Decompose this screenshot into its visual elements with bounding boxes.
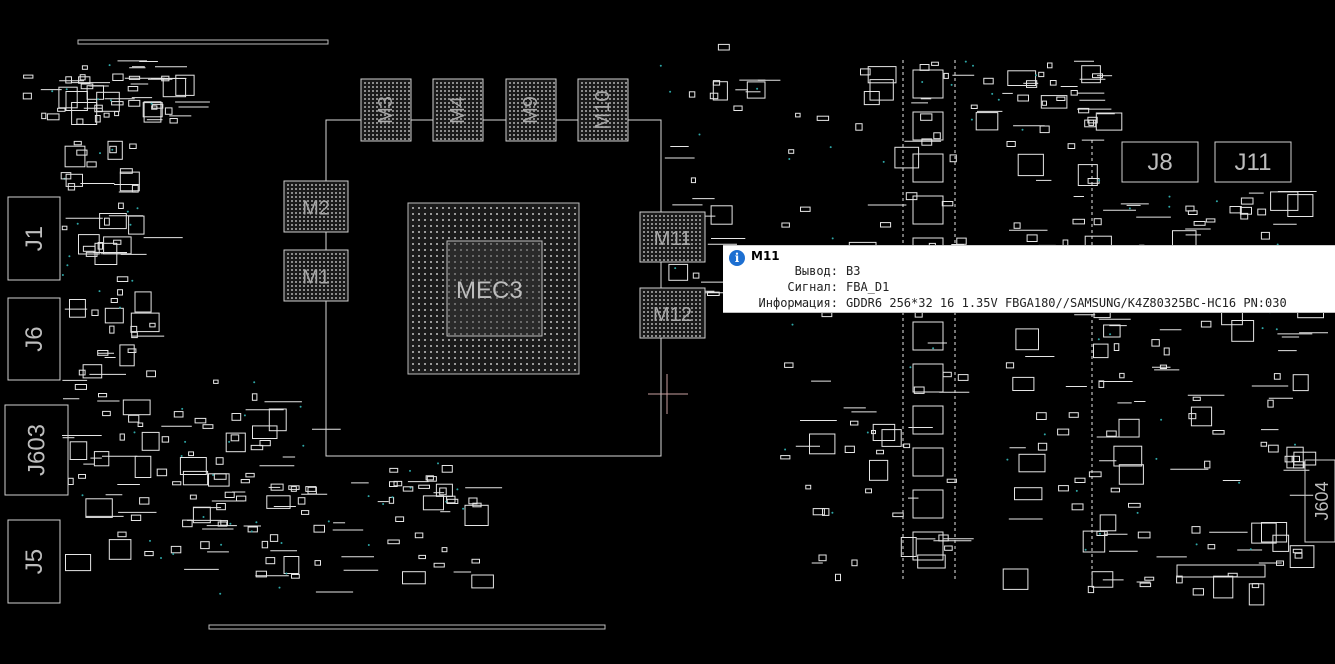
connector-label: J603 — [24, 424, 51, 476]
connector-label: J11 — [1235, 149, 1272, 176]
bottom-rail — [208, 624, 606, 630]
gpu-chip-label: MEC3 — [456, 277, 523, 304]
memory-chip-m1[interactable]: M1 — [283, 249, 349, 302]
connector-label: J1 — [21, 226, 48, 251]
tooltip-row-info: Информация: GDDR6 256*32 16 1.35V FBGA18… — [723, 296, 1335, 312]
memory-chip-label: M9 — [520, 96, 542, 124]
memory-chip-label: M11 — [654, 228, 691, 250]
connector-j6[interactable]: J6 — [7, 297, 61, 381]
connector-label: J6 — [21, 326, 48, 351]
connector-j1[interactable]: J1 — [7, 196, 61, 281]
cursor-crosshair — [648, 374, 688, 414]
connector-j11[interactable]: J11 — [1214, 141, 1292, 183]
memory-chip-label: M3 — [375, 96, 397, 124]
tooltip-value-signal: FBA_D1 — [846, 280, 890, 294]
connector-label: J8 — [1147, 149, 1172, 176]
memory-chip-label: M1 — [302, 267, 330, 289]
connector-j5[interactable]: J5 — [7, 519, 61, 604]
connector-j8[interactable]: J8 — [1121, 141, 1199, 183]
memory-chip-label: M10 — [592, 91, 614, 130]
top-rail — [77, 39, 329, 45]
memory-chip-m12[interactable]: M12 — [639, 287, 706, 339]
gpu-ball-grid — [412, 207, 576, 371]
tooltip-value-info: GDDR6 256*32 16 1.35V FBGA180//SAMSUNG/K… — [846, 296, 1287, 310]
tooltip-label-info: Информация: — [758, 296, 838, 310]
memory-chip-m10[interactable]: M10 — [577, 78, 629, 142]
memory-chip-label: M4 — [447, 96, 469, 124]
tooltip-row-pin: Вывод: B3 — [723, 264, 1335, 280]
tooltip-title: M11 — [751, 249, 780, 263]
connector-label: J5 — [21, 549, 48, 574]
memory-chip-m9[interactable]: M9 — [505, 78, 557, 142]
memory-chip-m2[interactable]: M2 — [283, 180, 349, 233]
memory-chip-m4[interactable]: M4 — [432, 78, 484, 142]
tooltip-label-pin: Вывод: — [794, 264, 838, 278]
tooltip-row-signal: Сигнал: FBA_D1 — [723, 280, 1335, 296]
connector-j604[interactable]: J604 — [1304, 459, 1335, 543]
info-icon: i — [729, 250, 745, 266]
memory-chip-m11[interactable]: M11 — [639, 211, 706, 263]
tooltip-label-signal: Сигнал: — [787, 280, 838, 294]
memory-chip-label: M2 — [302, 198, 330, 220]
connector-label: J604 — [1312, 481, 1332, 520]
tooltip-value-pin: B3 — [846, 264, 861, 278]
component-info-tooltip: i M11 Вывод: B3 Сигнал: FBA_D1 Информаци… — [723, 245, 1335, 313]
memory-chip-label: M12 — [653, 304, 692, 326]
memory-chip-m3[interactable]: M3 — [360, 78, 412, 142]
connector-j603[interactable]: J603 — [4, 404, 69, 496]
